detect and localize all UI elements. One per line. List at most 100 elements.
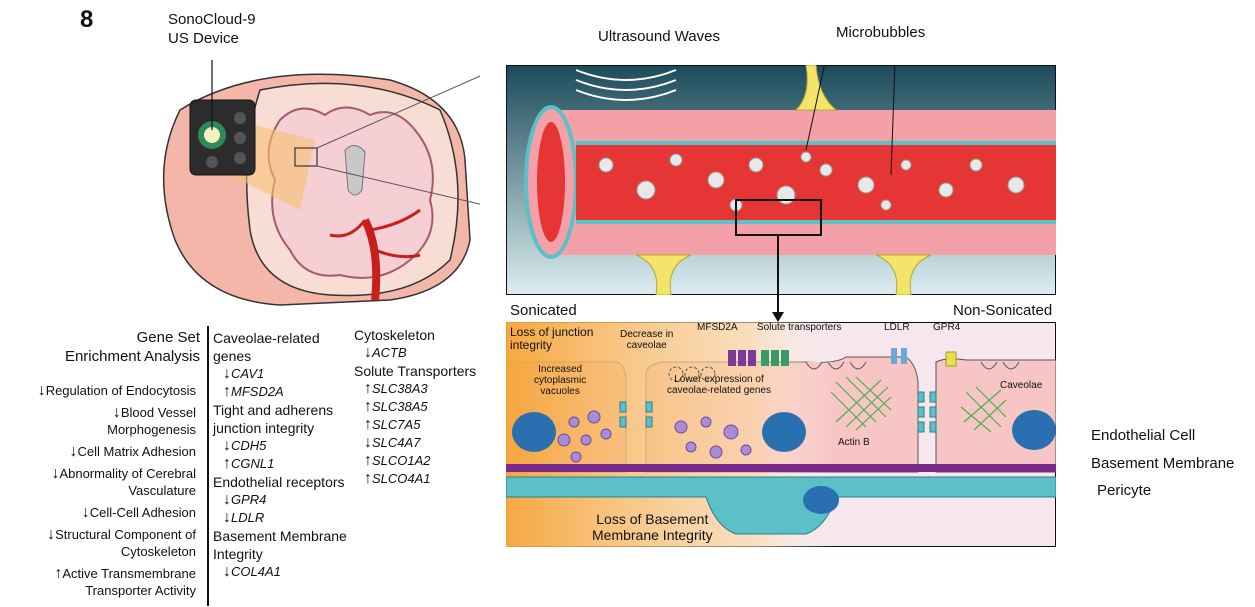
gsea-item: ↓Regulation of Endocytosis xyxy=(0,382,196,399)
gene-item: ↑MFSD2A xyxy=(213,383,363,401)
device-transducer xyxy=(234,152,246,164)
gsea-item-text: Structural Component of Cytoskeleton xyxy=(55,527,196,559)
gene-item: ↑CGNL1 xyxy=(213,455,363,473)
gene-name: SLC38A3 xyxy=(372,381,428,396)
gene-item: ↓COL4A1 xyxy=(213,563,363,581)
gene-name: CGNL1 xyxy=(231,456,274,471)
gene-item: ↑SLCO4A1 xyxy=(354,470,504,488)
arrow-up-icon: ↑ xyxy=(364,452,372,469)
endothelial-nucleus xyxy=(762,412,806,452)
gsea-item-text: Blood Vessel Morphogenesis xyxy=(107,405,196,437)
arrow-down-icon: ↓ xyxy=(223,365,231,382)
device-transducer xyxy=(206,156,218,168)
gene-item: ↓LDLR xyxy=(213,509,363,527)
microbubbles-label: Microbubbles xyxy=(836,24,925,42)
actin-b-label: Actin B xyxy=(838,437,870,448)
gsea-item: ↓Blood Vessel Morphogenesis xyxy=(0,404,196,438)
gene-name: ACTB xyxy=(372,345,407,360)
device-label: SonoCloud-9 US Device xyxy=(168,10,256,48)
gpr4-label: GPR4 xyxy=(933,322,960,333)
device-transducer xyxy=(234,112,246,124)
arrow-down-icon: ↓ xyxy=(113,404,121,421)
arrow-down-icon: ↓ xyxy=(223,437,231,454)
endothelial-cell-label: Endothelial Cell xyxy=(1091,427,1195,444)
arrow-up-icon: ↑ xyxy=(223,383,231,400)
gene-group-title: Solute Transporters xyxy=(354,362,504,380)
arrow-up-icon: ↑ xyxy=(364,398,372,415)
arrow-down-icon: ↓ xyxy=(38,382,46,399)
gene-group-title: Cytoskeleton xyxy=(354,326,504,344)
arrow-down-icon: ↓ xyxy=(364,434,372,451)
arrow-down-icon: ↓ xyxy=(223,563,231,580)
basement-membrane xyxy=(506,464,1056,472)
increased-vacuoles-label: Increased cytoplasmic vacuoles xyxy=(534,364,586,397)
loss-junction-label: Loss of junction integrity xyxy=(510,326,593,352)
zoom-arrow xyxy=(770,236,790,324)
gsea-title: Gene Set Enrichment Analysis xyxy=(0,328,200,366)
arrow-down-icon: ↓ xyxy=(82,504,90,521)
arrow-down-icon: ↓ xyxy=(70,443,78,460)
gsea-item: ↑Active Transmembrane Transporter Activi… xyxy=(0,565,196,599)
ventricle-shape xyxy=(345,145,365,195)
arrow-down-icon: ↓ xyxy=(47,526,55,543)
gene-item: ↓SLC4A7 xyxy=(354,434,504,452)
pericyte-nucleus xyxy=(803,486,839,514)
gsea-item: ↓Cell Matrix Adhesion xyxy=(0,443,196,460)
gene-group-title: Endothelial receptors xyxy=(213,473,363,491)
gpr4-receptor xyxy=(946,352,956,366)
mfsd2a-label: MFSD2A xyxy=(697,322,738,333)
basement-membrane-label: Basement Membrane xyxy=(1091,455,1234,472)
gsea-item: ↓Abnormality of Cerebral Vasculature xyxy=(0,465,196,499)
gene-group-title: Caveolae-related genes xyxy=(213,329,363,365)
gene-name: GPR4 xyxy=(231,492,266,507)
gene-name: LDLR xyxy=(231,510,264,525)
gene-item: ↑SLC38A3 xyxy=(354,380,504,398)
endothelial-nucleus xyxy=(1012,410,1056,450)
mfsd2a-transporter xyxy=(728,350,756,366)
gene-group-title: Basement Membrane Integrity xyxy=(213,527,363,563)
gene-item: ↓ACTB xyxy=(354,344,504,362)
gene-name: CDH5 xyxy=(231,438,266,453)
loss-basement-label: Loss of Basement Membrane Integrity xyxy=(592,511,713,543)
arrow-up-icon: ↑ xyxy=(364,380,372,397)
ldlr-label: LDLR xyxy=(884,322,910,333)
column-divider xyxy=(207,326,209,606)
arrow-up-icon: ↑ xyxy=(364,416,372,433)
gene-name: MFSD2A xyxy=(231,384,284,399)
detail-panel xyxy=(506,322,1056,547)
gene-item: ↑SLC38A5 xyxy=(354,398,504,416)
caveolae-label: Caveolae xyxy=(1000,380,1042,391)
gene-name: SLCO1A2 xyxy=(372,453,431,468)
decrease-caveolae-label: Decrease in caveolae xyxy=(620,329,673,351)
arrow-down-icon: ↓ xyxy=(364,344,372,361)
solute-transporter xyxy=(761,350,789,366)
arrow-up-icon: ↑ xyxy=(364,470,372,487)
device-transducer xyxy=(234,132,246,144)
lower-expression-label: Lower expression of caveolae-related gen… xyxy=(667,374,771,396)
gene-item: ↓CDH5 xyxy=(213,437,363,455)
gsea-item: ↓Structural Component of Cytoskeleton xyxy=(0,526,196,560)
sonicated-label: Sonicated xyxy=(510,302,577,320)
gsea-item: ↓Cell-Cell Adhesion xyxy=(0,504,196,521)
gsea-item-text: Abnormality of Cerebral Vasculature xyxy=(59,466,196,498)
gene-name: SLC7A5 xyxy=(372,417,420,432)
gene-name: SLC38A5 xyxy=(372,399,428,414)
figure-number: 8 xyxy=(80,6,93,34)
gene-name: SLC4A7 xyxy=(372,435,420,450)
gene-name: SLCO4A1 xyxy=(372,471,431,486)
gsea-item-text: Regulation of Endocytosis xyxy=(46,383,196,398)
gene-item: ↑SLC7A5 xyxy=(354,416,504,434)
gsea-list: ↓Regulation of Endocytosis↓Blood Vessel … xyxy=(0,382,196,604)
endothelial-nucleus xyxy=(512,412,556,452)
arrow-down-icon: ↓ xyxy=(223,491,231,508)
head-illustration xyxy=(140,60,480,310)
arrow-down-icon: ↓ xyxy=(223,509,231,526)
vessel-lumen-end xyxy=(537,122,565,242)
gsea-item-text: Active Transmembrane Transporter Activit… xyxy=(62,566,196,598)
arrow-up-icon: ↑ xyxy=(223,455,231,472)
gsea-item-text: Cell Matrix Adhesion xyxy=(78,444,197,459)
ultrasound-waves-label: Ultrasound Waves xyxy=(598,28,720,46)
gsea-item-text: Cell-Cell Adhesion xyxy=(90,505,196,520)
pericyte-label: Pericyte xyxy=(1097,482,1151,499)
